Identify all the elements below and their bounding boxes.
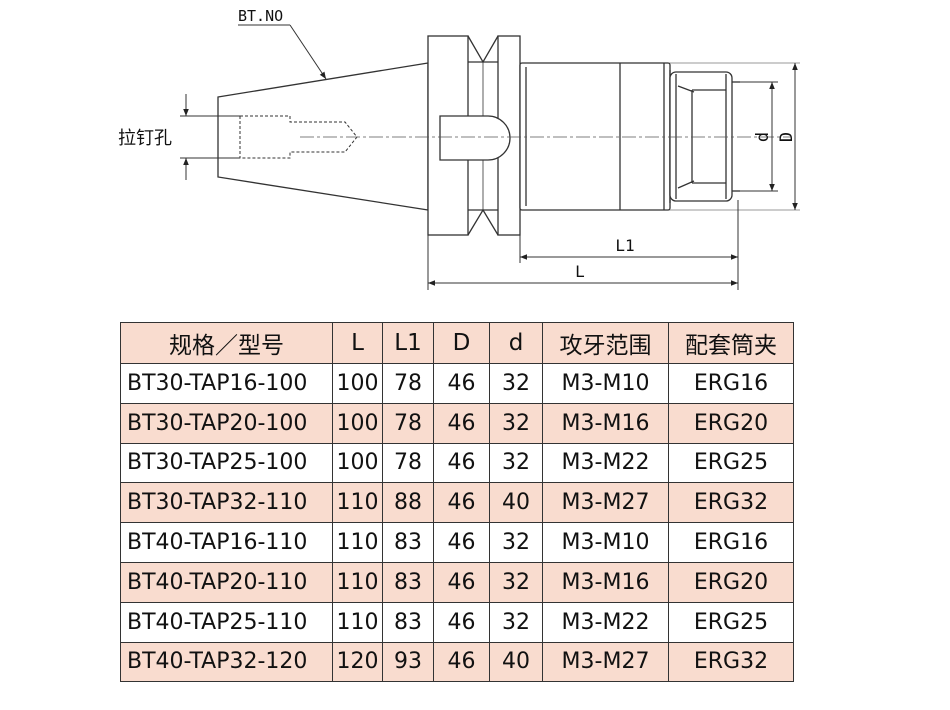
cell-small-d: 32 — [489, 442, 543, 484]
cell-l1: 78 — [382, 402, 434, 444]
cell-l: 110 — [332, 522, 383, 563]
cell-small-d: 32 — [489, 402, 543, 444]
header-l: L — [332, 322, 383, 364]
table-row: BT40-TAP16-110 110 83 46 32 M3-M10 ERG16 — [120, 522, 794, 563]
cell-small-d: 40 — [489, 641, 543, 683]
cell-big-d: 46 — [433, 402, 490, 444]
small-d-label: d — [753, 132, 773, 142]
cell-l1: 88 — [382, 482, 434, 524]
cell-tap-range: M3-M16 — [542, 402, 669, 444]
cell-l1: 78 — [382, 363, 434, 404]
header-model: 规格／型号 — [120, 322, 333, 364]
table-header-row: 规格／型号 L L1 D d 攻牙范围 配套筒夹 — [120, 322, 794, 364]
cell-collet: ERG20 — [668, 402, 794, 444]
cell-model: BT40-TAP25-110 — [120, 601, 333, 643]
header-big-d: D — [433, 322, 490, 364]
cell-big-d: 46 — [433, 641, 490, 683]
table-row: BT40-TAP25-110 110 83 46 32 M3-M22 ERG25 — [120, 601, 794, 643]
cell-tap-range: M3-M22 — [542, 601, 669, 643]
table-row: BT30-TAP25-100 100 78 46 32 M3-M22 ERG25 — [120, 442, 794, 484]
cell-l1: 93 — [382, 641, 434, 683]
cell-collet: ERG25 — [668, 442, 794, 484]
cell-tap-range: M3-M16 — [542, 561, 669, 603]
cell-model: BT40-TAP32-120 — [120, 641, 333, 683]
cell-model: BT40-TAP20-110 — [120, 561, 333, 603]
table-row: BT30-TAP16-100 100 78 46 32 M3-M10 ERG16 — [120, 363, 794, 404]
cell-model: BT30-TAP32-110 — [120, 482, 333, 524]
cell-collet: ERG25 — [668, 601, 794, 643]
cell-model: BT30-TAP25-100 — [120, 442, 333, 484]
table-row: BT40-TAP32-120 120 93 46 40 M3-M27 ERG32 — [120, 641, 794, 683]
big-d-label: D — [777, 132, 797, 142]
header-collet: 配套筒夹 — [668, 322, 794, 364]
cell-l: 120 — [332, 641, 383, 683]
collet-nut — [669, 71, 733, 202]
pull-stud-hole-label: 拉钉孔 — [118, 128, 172, 149]
cell-collet: ERG20 — [668, 561, 794, 603]
cell-tap-range: M3-M10 — [542, 363, 669, 404]
cell-tap-range: M3-M27 — [542, 641, 669, 683]
bt-no-label: BT.NO — [238, 7, 283, 25]
cell-l: 100 — [332, 402, 383, 444]
table-row: BT30-TAP32-110 110 88 46 40 M3-M27 ERG32 — [120, 482, 794, 524]
cell-collet: ERG16 — [668, 522, 794, 563]
spec-table: 规格／型号 L L1 D d 攻牙范围 配套筒夹 BT30-TAP16-100 … — [120, 322, 794, 683]
cell-l: 110 — [332, 561, 383, 603]
cell-l1: 83 — [382, 561, 434, 603]
cell-model: BT40-TAP16-110 — [120, 522, 333, 563]
header-tap-range: 攻牙范围 — [542, 322, 669, 364]
table-row: BT40-TAP20-110 110 83 46 32 M3-M16 ERG20 — [120, 561, 794, 603]
header-small-d: d — [489, 322, 543, 364]
cell-collet: ERG32 — [668, 641, 794, 683]
cell-small-d: 32 — [489, 363, 543, 404]
cell-l: 110 — [332, 482, 383, 524]
cell-small-d: 40 — [489, 482, 543, 524]
cell-small-d: 32 — [489, 601, 543, 643]
cell-l: 100 — [332, 363, 383, 404]
table-row: BT30-TAP20-100 100 78 46 32 M3-M16 ERG20 — [120, 402, 794, 444]
cell-collet: ERG16 — [668, 363, 794, 404]
cell-model: BT30-TAP16-100 — [120, 363, 333, 404]
taper-shank — [217, 62, 429, 211]
cell-l: 100 — [332, 442, 383, 484]
cell-model: BT30-TAP20-100 — [120, 402, 333, 444]
tool-holder-drawing: BT.NO 拉钉孔 d D L1 L — [118, 7, 800, 290]
l-label: L — [575, 262, 585, 281]
drive-keyway — [439, 115, 511, 161]
cell-small-d: 32 — [489, 522, 543, 563]
cell-l1: 83 — [382, 522, 434, 563]
cell-collet: ERG32 — [668, 482, 794, 524]
cell-l1: 78 — [382, 442, 434, 484]
cell-l1: 83 — [382, 601, 434, 643]
cell-tap-range: M3-M22 — [542, 442, 669, 484]
cell-big-d: 46 — [433, 363, 490, 404]
l1-label: L1 — [615, 236, 634, 255]
holder-body — [519, 62, 671, 211]
cell-tap-range: M3-M27 — [542, 482, 669, 524]
cell-big-d: 46 — [433, 561, 490, 603]
cell-tap-range: M3-M10 — [542, 522, 669, 563]
cell-big-d: 46 — [433, 522, 490, 563]
cell-big-d: 46 — [433, 601, 490, 643]
header-l1: L1 — [382, 322, 434, 364]
cell-l: 110 — [332, 601, 383, 643]
cell-small-d: 32 — [489, 561, 543, 603]
cell-big-d: 46 — [433, 482, 490, 524]
cell-big-d: 46 — [433, 442, 490, 484]
